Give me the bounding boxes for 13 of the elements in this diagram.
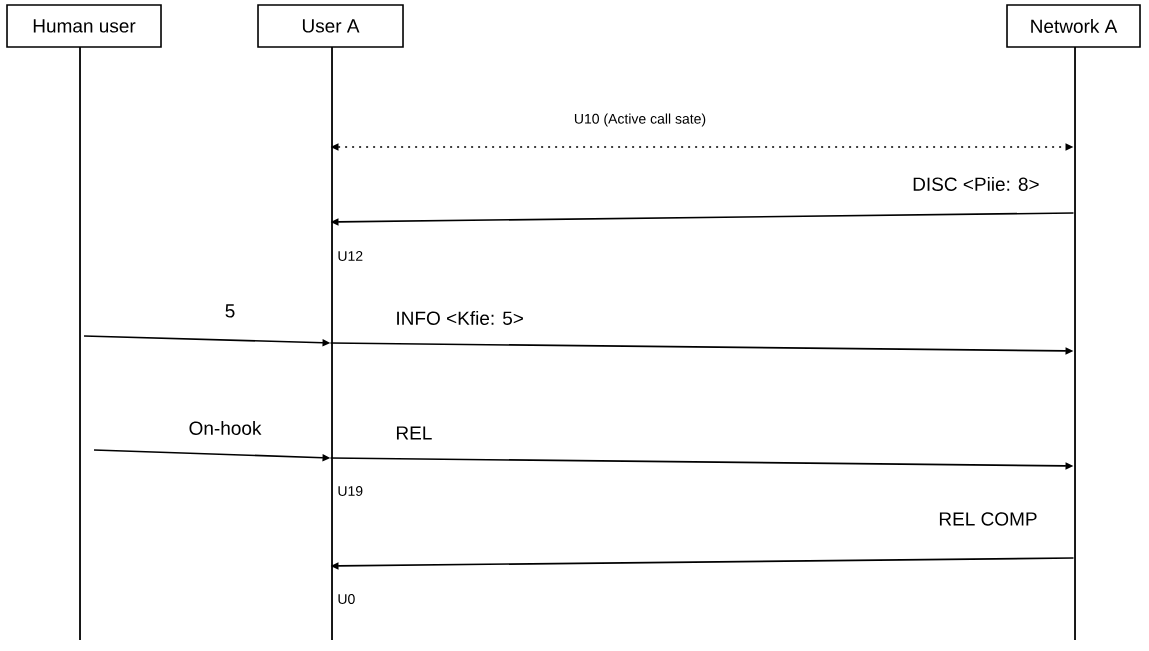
edge-label: REL — [393, 424, 435, 442]
state-label: U19 — [338, 486, 363, 496]
state-label: U12 — [338, 251, 363, 261]
state-label: U0 — [338, 594, 355, 604]
participant-box: Human user — [6, 4, 162, 48]
edge-label: DISC <Piie: 8> — [910, 175, 1042, 193]
edge-label: REL COMP — [936, 510, 1040, 528]
edge-label: 5 — [222, 302, 238, 320]
edge-label: INFO <Kfie: 5> — [393, 309, 526, 327]
edge-label: On-hook — [186, 419, 264, 437]
participant-box: User A — [257, 4, 404, 48]
edge-label: U10 (Active call sate) — [571, 111, 709, 129]
participant-box: Network A — [1006, 4, 1141, 48]
